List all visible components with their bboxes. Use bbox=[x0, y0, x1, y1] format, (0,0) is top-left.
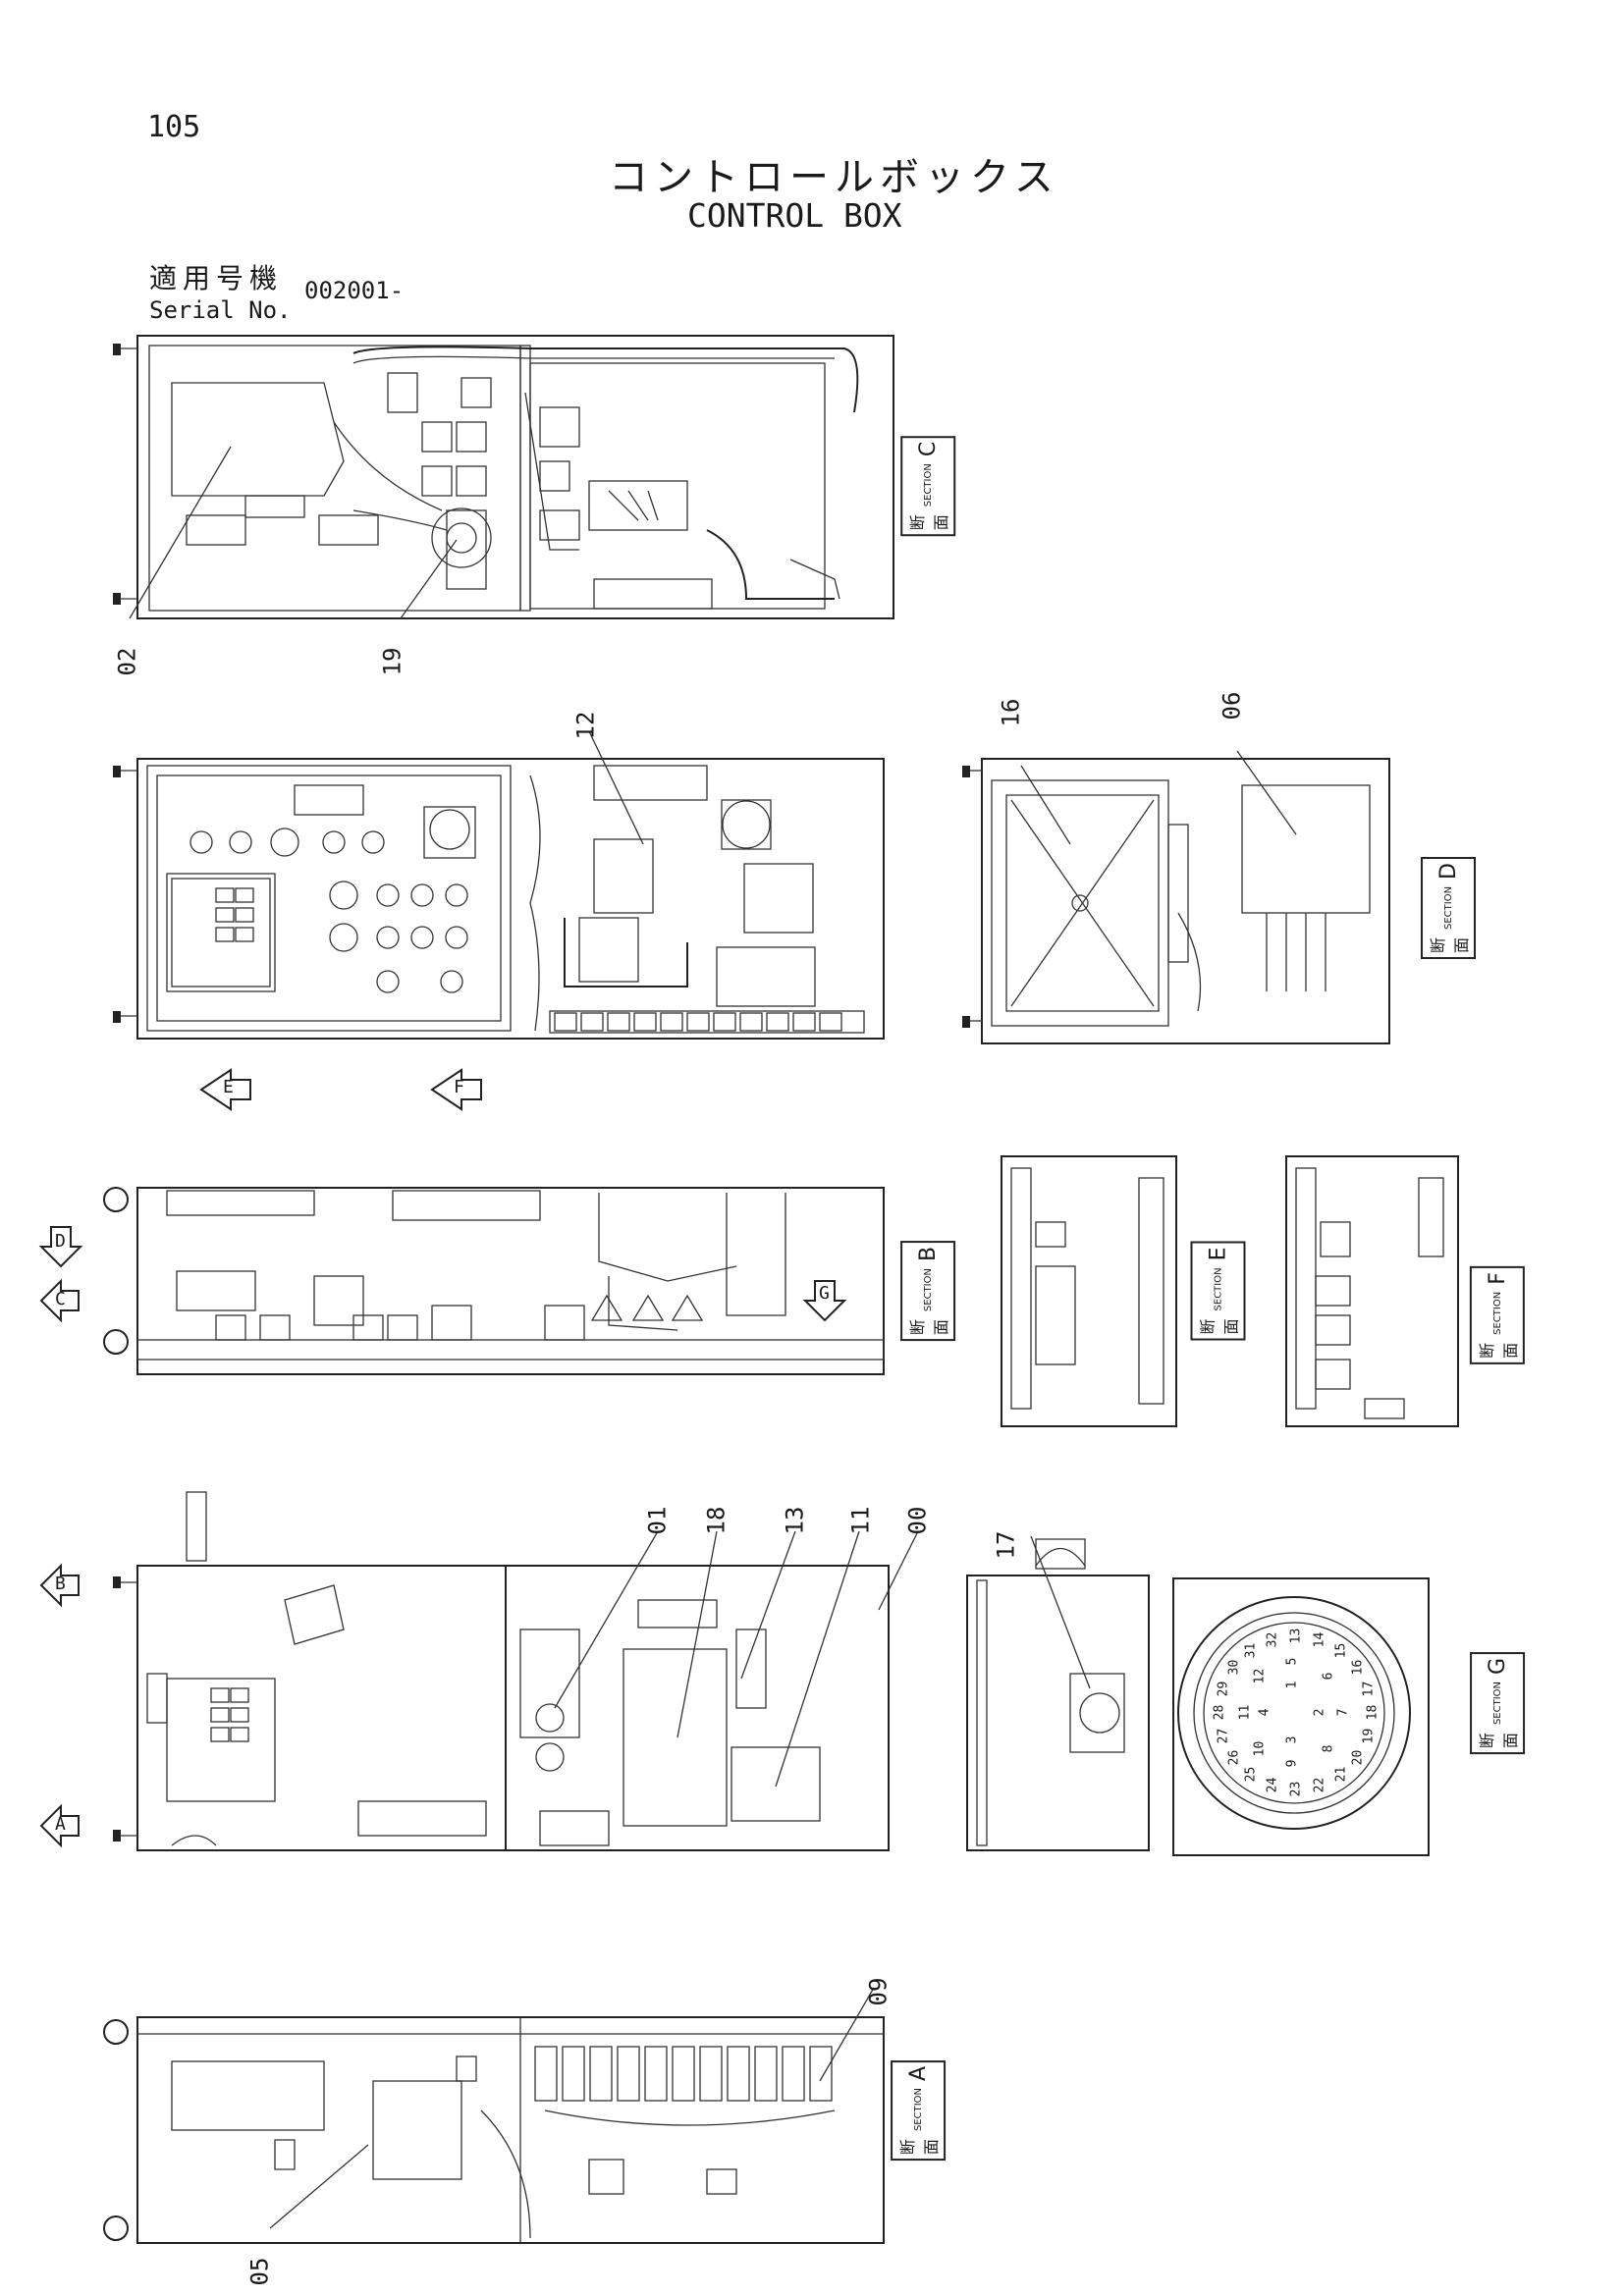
view-arrow-g: G bbox=[819, 1283, 830, 1304]
connector-pin-number: 13 bbox=[1288, 1628, 1304, 1644]
connector-pin-number: 11 bbox=[1237, 1704, 1253, 1721]
connector-pin-number: 21 bbox=[1333, 1766, 1349, 1783]
view-arrow-a: A bbox=[55, 1814, 66, 1835]
connector-pin-number: 20 bbox=[1350, 1749, 1366, 1766]
connector-pin-number: 24 bbox=[1265, 1777, 1280, 1793]
connector-pin-number: 6 bbox=[1321, 1672, 1336, 1681]
connector-pin-number: 4 bbox=[1257, 1708, 1272, 1717]
view-arrow-e: E bbox=[223, 1077, 234, 1097]
connector-pin-number: 15 bbox=[1333, 1642, 1349, 1659]
part-label-19: 19 bbox=[378, 647, 406, 676]
part-label-09: 09 bbox=[864, 1977, 893, 2006]
view-front-lower bbox=[113, 1491, 890, 1851]
connector-pin-number: 16 bbox=[1350, 1659, 1366, 1676]
title-japanese: コントロールボックス bbox=[609, 155, 1059, 200]
connector-pin-number: 31 bbox=[1243, 1642, 1259, 1659]
view-front-panel bbox=[113, 758, 885, 1040]
serial-value: 002001- bbox=[304, 277, 405, 304]
connector-pin-number: 8 bbox=[1321, 1744, 1336, 1753]
connector-pin-number: 29 bbox=[1216, 1681, 1231, 1697]
title-english: CONTROL BOX bbox=[687, 196, 902, 235]
view-section-f bbox=[1285, 1155, 1459, 1427]
serial-label-english: Serial No. bbox=[149, 296, 292, 324]
connector-pin-number: 17 bbox=[1361, 1681, 1377, 1697]
connector-pin-number: 26 bbox=[1226, 1749, 1242, 1766]
connector-pin-number: 3 bbox=[1284, 1735, 1300, 1744]
connector-pin-number: 25 bbox=[1243, 1766, 1259, 1783]
part-label-17: 17 bbox=[992, 1530, 1020, 1560]
connector-pin-number: 5 bbox=[1284, 1657, 1300, 1666]
connector-pin-number: 14 bbox=[1312, 1631, 1327, 1648]
connector-pin-number: 32 bbox=[1265, 1631, 1280, 1648]
part-label-00: 00 bbox=[903, 1506, 932, 1535]
connector-pin-number: 27 bbox=[1216, 1728, 1231, 1744]
view-section-a bbox=[103, 2016, 885, 2244]
connector-pin-number: 12 bbox=[1252, 1668, 1268, 1684]
view-receptacle bbox=[966, 1538, 1150, 1851]
connector-pin-number: 23 bbox=[1288, 1781, 1304, 1797]
part-label-16: 16 bbox=[997, 698, 1025, 727]
connector-pin-number: 19 bbox=[1361, 1728, 1377, 1744]
part-label-02: 02 bbox=[113, 647, 141, 676]
view-section-e bbox=[1001, 1155, 1177, 1427]
connector-pin-number: 9 bbox=[1284, 1759, 1300, 1768]
view-arrow-d: D bbox=[55, 1231, 66, 1252]
view-section-g bbox=[1172, 1577, 1430, 1856]
view-section-d bbox=[962, 758, 1390, 1044]
view-arrow-b: B bbox=[55, 1574, 66, 1594]
connector-pin-number: 18 bbox=[1365, 1704, 1380, 1721]
view-section-b bbox=[103, 1187, 885, 1375]
view-section-c bbox=[113, 335, 894, 619]
part-label-13: 13 bbox=[781, 1506, 809, 1535]
part-label-01: 01 bbox=[643, 1506, 672, 1535]
connector-pin-number: 2 bbox=[1312, 1708, 1327, 1717]
part-label-06: 06 bbox=[1218, 691, 1246, 721]
connector-pin-number: 1 bbox=[1284, 1681, 1300, 1689]
serial-label-japanese: 適用号機 bbox=[149, 262, 284, 294]
part-label-05: 05 bbox=[245, 2257, 274, 2286]
view-arrow-f: F bbox=[454, 1077, 464, 1097]
part-label-18: 18 bbox=[702, 1506, 731, 1535]
part-label-12: 12 bbox=[571, 711, 600, 740]
page-number: 105 bbox=[147, 110, 201, 144]
part-label-11: 11 bbox=[846, 1506, 875, 1535]
connector-pin-number: 28 bbox=[1212, 1704, 1227, 1721]
view-arrow-c: C bbox=[55, 1289, 66, 1309]
connector-pin-number: 22 bbox=[1312, 1777, 1327, 1793]
connector-pin-number: 30 bbox=[1226, 1659, 1242, 1676]
connector-pin-number: 10 bbox=[1252, 1740, 1268, 1757]
connector-pin-number: 7 bbox=[1335, 1708, 1351, 1717]
